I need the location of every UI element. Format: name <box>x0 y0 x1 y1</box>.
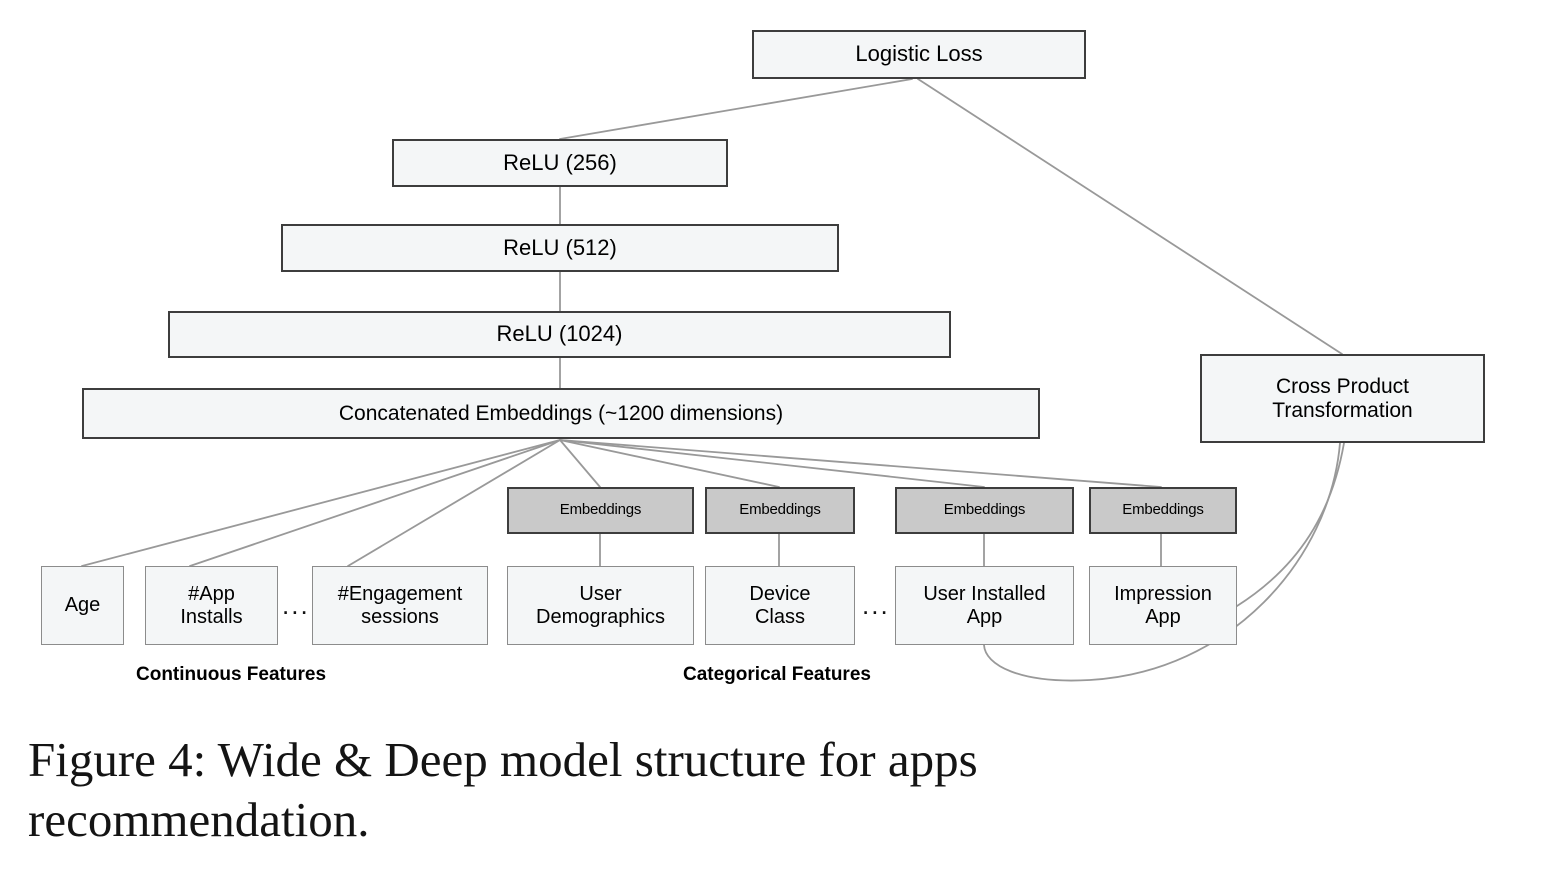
node-feature-age[interactable]: Age <box>41 566 124 645</box>
node-embeddings-3-label: Embeddings <box>943 501 1026 519</box>
node-relu-512-label: ReLU (512) <box>503 234 617 260</box>
node-feature-user-demographics[interactable]: User Demographics <box>507 566 694 645</box>
node-cross-product-label-line2: Transformation <box>1272 398 1413 422</box>
figure-caption-line-1: Figure 4: Wide & Deep model structure fo… <box>28 732 978 787</box>
edge-crossproduct-to-impression-app <box>1236 442 1345 607</box>
node-feature-app-installs[interactable]: #App Installs <box>145 566 278 645</box>
node-cross-product-label-line1: Cross Product <box>1275 374 1410 398</box>
group-label-categorical-features: Categorical Features <box>683 664 871 686</box>
figure-caption-line-2: recommendation. <box>28 791 370 847</box>
edge-loss-to-relu256 <box>559 78 913 140</box>
node-feature-app-installs-label: #App Installs <box>180 583 243 628</box>
edge-concat-to-embeddings-1 <box>559 439 601 488</box>
node-relu-256-label: ReLU (256) <box>503 149 617 175</box>
edge-concat-to-app-installs <box>189 439 561 567</box>
node-embeddings-1-label: Embeddings <box>559 501 642 519</box>
edge-concat-to-embeddings-4 <box>559 439 1162 488</box>
node-embeddings-4-label: Embeddings <box>1122 501 1204 519</box>
node-feature-device-class-label: Device Class <box>749 583 811 628</box>
node-logistic-loss[interactable]: Logistic Loss <box>752 30 1086 79</box>
node-feature-device-class[interactable]: Device Class <box>705 566 855 645</box>
node-logistic-loss-label: Logistic Loss <box>855 41 983 67</box>
ellipsis-categorical: ... <box>862 590 890 621</box>
node-feature-user-installed-app-label: User Installed App <box>923 583 1046 628</box>
node-embeddings-2-label: Embeddings <box>739 501 821 519</box>
ellipsis-continuous-label: ... <box>282 590 310 620</box>
edge-concat-to-embeddings-2 <box>559 439 780 488</box>
edge-loss-to-crossproduct <box>917 78 1343 355</box>
node-embeddings-1[interactable]: Embeddings <box>507 487 694 534</box>
node-embeddings-4[interactable]: Embeddings <box>1089 487 1237 534</box>
ellipsis-categorical-label: ... <box>862 590 890 620</box>
node-feature-engagement-sessions[interactable]: #Engagement sessions <box>312 566 488 645</box>
node-concatenated-embeddings-label: Concatenated Embeddings (~1200 dimension… <box>338 401 784 425</box>
group-label-continuous-features: Continuous Features <box>136 664 326 686</box>
node-relu-1024-label: ReLU (1024) <box>496 321 623 347</box>
node-feature-user-demographics-label: User Demographics <box>536 583 665 628</box>
node-feature-user-installed-app[interactable]: User Installed App <box>895 566 1074 645</box>
node-concatenated-embeddings[interactable]: Concatenated Embeddings (~1200 dimension… <box>82 388 1040 439</box>
edge-concat-to-embeddings-3 <box>559 439 985 488</box>
node-feature-age-label: Age <box>64 594 101 617</box>
node-feature-impression-app[interactable]: Impression App <box>1089 566 1237 645</box>
ellipsis-continuous: ... <box>282 590 310 621</box>
group-label-continuous-features-text: Continuous Features <box>136 664 327 685</box>
node-relu-512[interactable]: ReLU (512) <box>281 224 839 272</box>
node-embeddings-3[interactable]: Embeddings <box>895 487 1074 534</box>
node-feature-engagement-sessions-label: #Engagement sessions <box>337 583 463 628</box>
node-relu-1024[interactable]: ReLU (1024) <box>168 311 951 358</box>
node-relu-256[interactable]: ReLU (256) <box>392 139 728 187</box>
node-cross-product-transformation[interactable]: Cross Product Transformation <box>1200 354 1485 443</box>
group-label-categorical-features-text: Categorical Features <box>683 664 871 685</box>
figure-caption: Figure 4: Wide & Deep model structure fo… <box>28 730 1503 850</box>
edge-concat-to-age <box>81 439 561 567</box>
node-embeddings-2[interactable]: Embeddings <box>705 487 855 534</box>
node-feature-impression-app-label: Impression App <box>1114 583 1212 628</box>
